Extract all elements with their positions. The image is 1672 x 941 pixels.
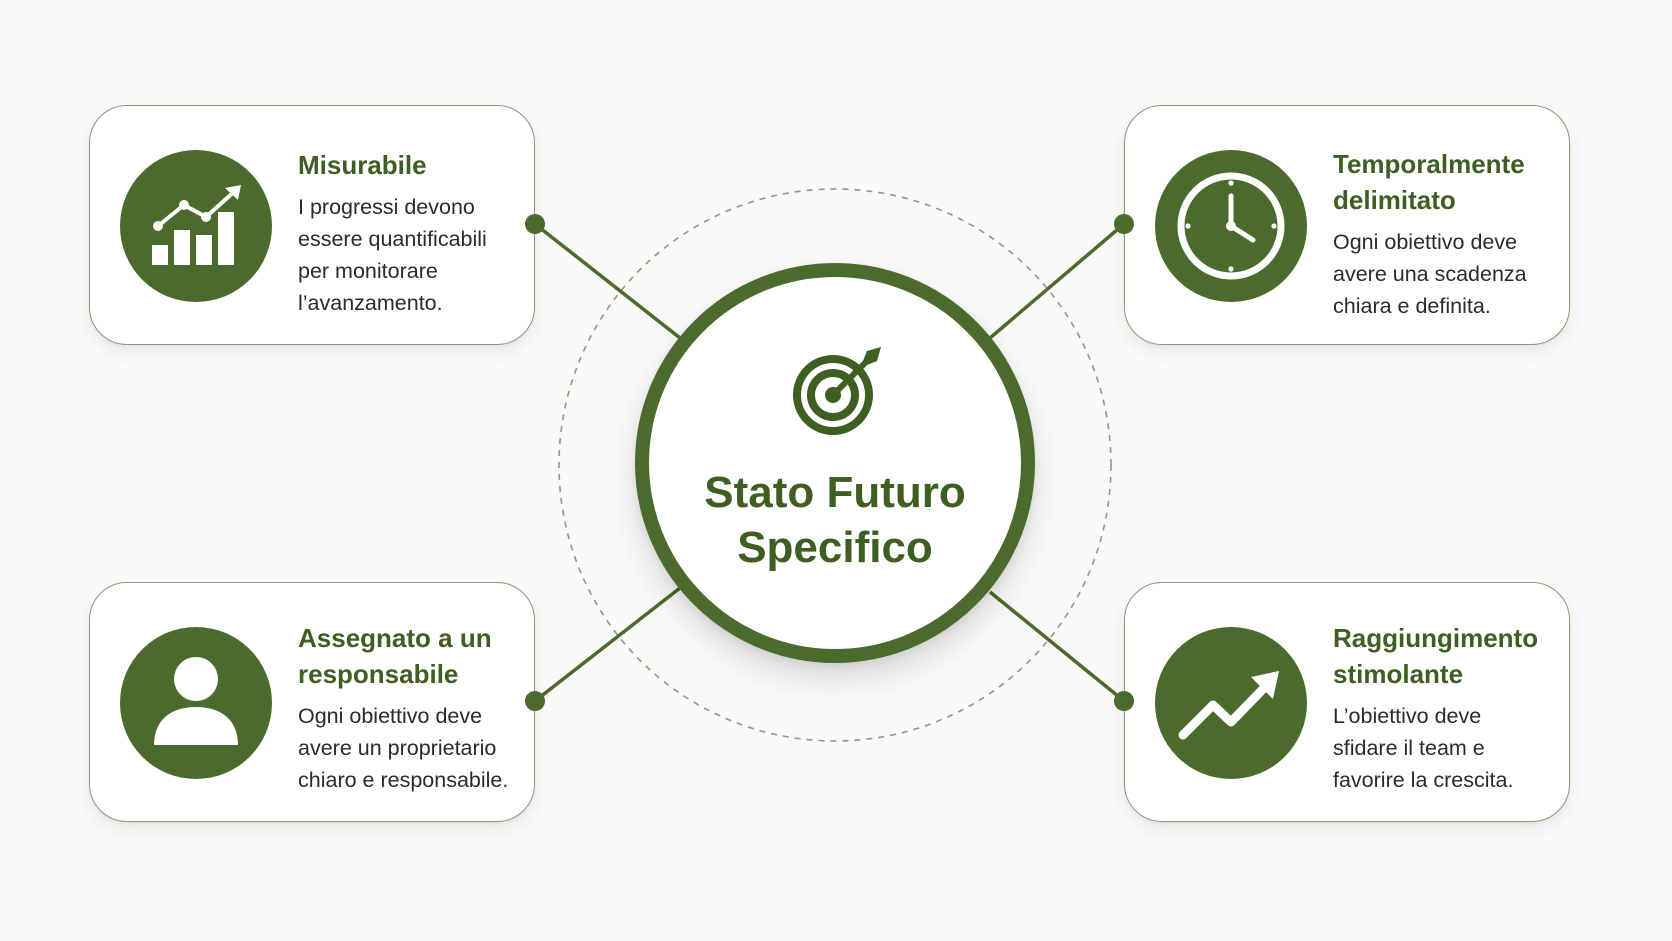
connector-line-bottom-left (533, 586, 682, 703)
person-icon (154, 657, 238, 745)
challenging-achievement-badge (1155, 627, 1307, 779)
connector-line-bottom-right (988, 590, 1126, 703)
card-title: Temporalmente delimitato (1333, 149, 1525, 215)
card-description: I progressi devono essere quantificabili… (298, 195, 487, 315)
dashed-orbit-ring (558, 188, 1112, 742)
target-arrow-icon (793, 347, 881, 435)
card-challenging-achievement: Raggiungimento stimolante L’obiettivo de… (1124, 582, 1570, 822)
card-title: Misurabile (298, 150, 427, 180)
bar-chart-growth-icon (152, 185, 241, 265)
measurable-badge (120, 150, 272, 302)
connector-line-top-left (533, 222, 682, 340)
time-bound-badge (1155, 150, 1307, 302)
card-description: L’obiettivo deve sfidare il team e favor… (1333, 704, 1514, 792)
assigned-owner-badge (120, 627, 272, 779)
center-hub: Stato Futuro Specifico (635, 263, 1035, 663)
connector-line-top-right (988, 222, 1126, 340)
connector-dot-top-right (1114, 214, 1134, 234)
card-time-bound: Temporalmente delimitato Ogni obiettivo … (1124, 105, 1570, 345)
card-description: Ogni obiettivo deve avere un proprietari… (298, 704, 509, 792)
connector-dot-top-left (525, 214, 545, 234)
trend-up-arrow-icon (1178, 671, 1279, 740)
card-title: Assegnato a un responsabile (298, 623, 492, 689)
card-measurable: Misurabile I progressi devono essere qua… (89, 105, 535, 345)
connector-dot-bottom-right (1114, 691, 1134, 711)
clock-icon (1177, 172, 1285, 280)
card-title: Raggiungimento stimolante (1333, 623, 1539, 689)
center-title: Stato Futuro Specifico (704, 468, 966, 572)
card-description: Ogni obiettivo deve avere una scadenza c… (1333, 230, 1527, 318)
card-assigned-owner: Assegnato a un responsabile Ogni obietti… (89, 582, 535, 822)
connector-dot-bottom-left (525, 691, 545, 711)
